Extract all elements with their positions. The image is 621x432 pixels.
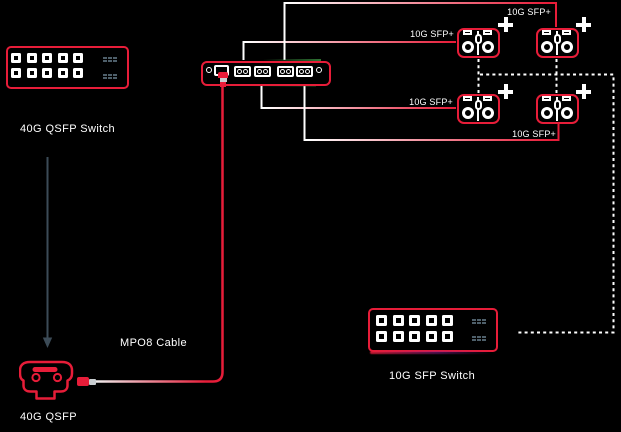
plus-icon — [576, 17, 591, 32]
sfp-switch — [368, 308, 498, 352]
fiber-link-line-2 — [283, 2, 557, 60]
plus-icon — [498, 17, 513, 32]
switch-port — [409, 331, 420, 342]
switch-port — [376, 331, 387, 342]
sfp-module-label: 10G SFP+ — [507, 7, 551, 17]
switch-port — [11, 53, 21, 63]
sfp-module-2 — [536, 28, 579, 58]
sfp-module-label: 10G SFP+ — [512, 129, 556, 139]
dotted-link-line-3 — [480, 73, 615, 334]
qsfp-switch-ports — [11, 53, 83, 78]
cable-ferrule-tip — [89, 378, 96, 385]
fiber-link-line-1 — [242, 41, 456, 60]
lc-duplex-port — [254, 66, 271, 77]
qsfp-transceiver-icon — [19, 360, 74, 400]
switch-port — [425, 315, 437, 326]
sfp-module-label: 10G SFP+ — [409, 97, 453, 107]
plus-icon — [498, 84, 513, 99]
qsfp-switch — [6, 46, 129, 89]
sfp-switch-label: 10G SFP Switch — [389, 370, 476, 382]
switch-port — [442, 315, 453, 326]
sfp-module-4 — [536, 94, 579, 124]
screw-icon — [316, 67, 322, 73]
switch-port — [26, 68, 37, 78]
sfp-module-1 — [457, 28, 500, 58]
qsfp-switch-label: 40G QSFP Switch — [20, 123, 116, 135]
mpo-connector-stripe — [219, 78, 227, 82]
mpo-connector — [218, 72, 228, 78]
lc-duplex-port — [234, 66, 251, 77]
switch-port — [392, 315, 404, 326]
switch-glow — [370, 351, 492, 354]
cable-ferrule — [77, 377, 89, 386]
mpo-cable-label: MPO8 Cable — [120, 337, 187, 349]
switch-port — [42, 53, 52, 63]
breakout-cassette — [201, 61, 331, 86]
screw-icon — [205, 67, 212, 73]
switch-port — [409, 315, 420, 326]
vent-icon — [103, 57, 117, 62]
switch-port — [42, 68, 52, 78]
vent-icon — [103, 74, 117, 79]
qsfp-transceiver-label: 40G QSFP — [20, 411, 77, 423]
mpo-connector-tail — [220, 82, 226, 87]
switch-port — [376, 315, 387, 326]
switch-port — [57, 53, 68, 63]
downlink-arrow-head-icon — [42, 337, 53, 348]
sfp-switch-ports — [376, 315, 453, 342]
vent-icon — [472, 336, 486, 341]
lc-duplex-port — [277, 66, 294, 77]
plus-icon — [576, 84, 591, 99]
switch-port — [425, 331, 437, 342]
switch-port — [73, 68, 83, 78]
switch-port — [26, 53, 37, 63]
fiber-link-line-3 — [260, 85, 456, 109]
fiber-link-line-4 — [303, 85, 560, 141]
lc-duplex-port — [296, 66, 313, 77]
mpo-cable-line — [96, 85, 224, 383]
switch-port — [11, 68, 21, 78]
vent-icon — [472, 319, 486, 324]
sfp-module-3 — [457, 94, 500, 124]
switch-port — [392, 331, 404, 342]
switch-port — [442, 331, 453, 342]
sfp-module-label: 10G SFP+ — [410, 29, 454, 39]
switch-port — [57, 68, 68, 78]
switch-port — [73, 53, 83, 63]
